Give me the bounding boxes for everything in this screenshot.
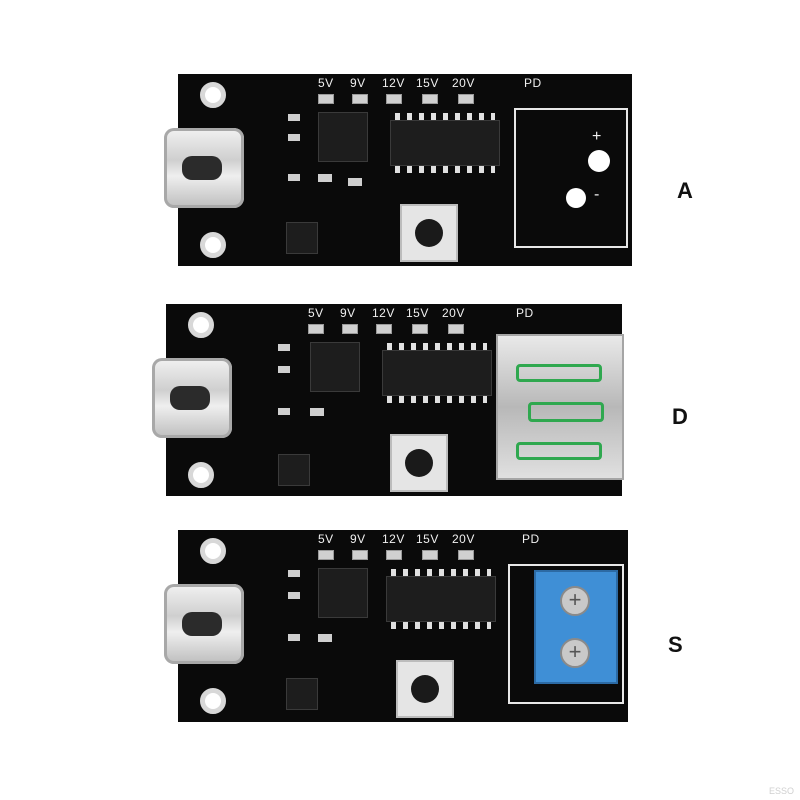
mode-push-button[interactable] <box>400 204 458 262</box>
pad-hole <box>566 188 586 208</box>
led-indicator <box>458 94 474 104</box>
mounting-hole <box>188 312 214 338</box>
microcontroller-chip <box>390 113 500 173</box>
mode-push-button[interactable] <box>396 660 454 718</box>
voltage-label-20v: 20V <box>452 76 475 90</box>
led-indicator <box>376 324 392 334</box>
led-indicator <box>318 94 334 104</box>
screw-terminal-block <box>534 570 618 684</box>
voltage-label-20v: 20V <box>452 532 475 546</box>
voltage-label-9v: 9V <box>350 532 366 546</box>
pd-trigger-board-a: 5V 9V 12V 15V 20V PD + - <box>164 74 632 266</box>
smd-component <box>288 570 300 577</box>
variant-label-d: D <box>672 404 688 429</box>
smd-component <box>288 174 300 181</box>
mounting-hole <box>200 232 226 258</box>
mosfet <box>286 222 318 254</box>
voltage-label-12v: 12V <box>382 76 405 90</box>
voltage-label-12v: 12V <box>382 532 405 546</box>
usb-a-output-port <box>496 334 624 480</box>
usb-c-connector <box>164 584 244 664</box>
mounting-hole <box>200 82 226 108</box>
led-indicator <box>352 94 368 104</box>
variant-label-s: S <box>668 632 683 657</box>
pad-plus-mark: + <box>592 128 602 145</box>
led-indicator <box>448 324 464 334</box>
led-indicator <box>342 324 358 334</box>
smd-component <box>288 134 300 141</box>
usb-c-connector <box>164 128 244 208</box>
voltage-label-12v: 12V <box>372 306 395 320</box>
voltage-label-5v: 5V <box>308 306 324 320</box>
voltage-label-15v: 15V <box>416 76 439 90</box>
mounting-hole <box>200 538 226 564</box>
usb-a-contact <box>516 364 602 382</box>
pd-controller-chip <box>310 342 360 392</box>
smd-component <box>278 408 290 415</box>
watermark: ESSO <box>768 786 794 796</box>
protocol-label: PD <box>516 306 534 320</box>
protocol-label: PD <box>522 532 540 546</box>
voltage-label-15v: 15V <box>406 306 429 320</box>
variant-label-a: A <box>677 178 693 203</box>
led-indicator <box>386 550 402 560</box>
led-indicator <box>422 550 438 560</box>
usb-a-contact <box>516 442 602 460</box>
voltage-label-5v: 5V <box>318 532 334 546</box>
smd-component <box>310 408 324 416</box>
smd-component <box>278 344 290 351</box>
usb-a-contact <box>528 402 604 422</box>
terminal-screw <box>560 586 590 616</box>
voltage-label-5v: 5V <box>318 76 334 90</box>
smd-component <box>288 592 300 599</box>
led-indicator <box>458 550 474 560</box>
led-indicator <box>412 324 428 334</box>
smd-component <box>318 634 332 642</box>
led-indicator <box>386 94 402 104</box>
led-indicator <box>352 550 368 560</box>
smd-component <box>288 634 300 641</box>
terminal-screw <box>560 638 590 668</box>
microcontroller-chip <box>386 569 496 629</box>
smd-component <box>278 366 290 373</box>
pad-hole <box>588 150 610 172</box>
pd-trigger-board-s: 5V 9V 12V 15V 20V PD <box>164 530 628 722</box>
pd-controller-chip <box>318 568 368 618</box>
led-indicator <box>422 94 438 104</box>
voltage-label-9v: 9V <box>340 306 356 320</box>
output-pads <box>508 564 624 704</box>
led-indicator <box>318 550 334 560</box>
output-pads: + - <box>514 108 628 248</box>
usb-c-connector <box>152 358 232 438</box>
mode-push-button[interactable] <box>390 434 448 492</box>
microcontroller-chip <box>382 343 492 403</box>
mounting-hole <box>200 688 226 714</box>
voltage-label-9v: 9V <box>350 76 366 90</box>
smd-component <box>288 114 300 121</box>
pad-minus-mark: - <box>594 186 600 203</box>
led-indicator <box>308 324 324 334</box>
mosfet <box>286 678 318 710</box>
pd-trigger-board-d: 5V 9V 12V 15V 20V PD <box>152 304 624 496</box>
mosfet <box>278 454 310 486</box>
smd-component <box>318 174 332 182</box>
voltage-label-20v: 20V <box>442 306 465 320</box>
smd-component <box>348 178 362 186</box>
mounting-hole <box>188 462 214 488</box>
voltage-label-15v: 15V <box>416 532 439 546</box>
protocol-label: PD <box>524 76 542 90</box>
pd-controller-chip <box>318 112 368 162</box>
